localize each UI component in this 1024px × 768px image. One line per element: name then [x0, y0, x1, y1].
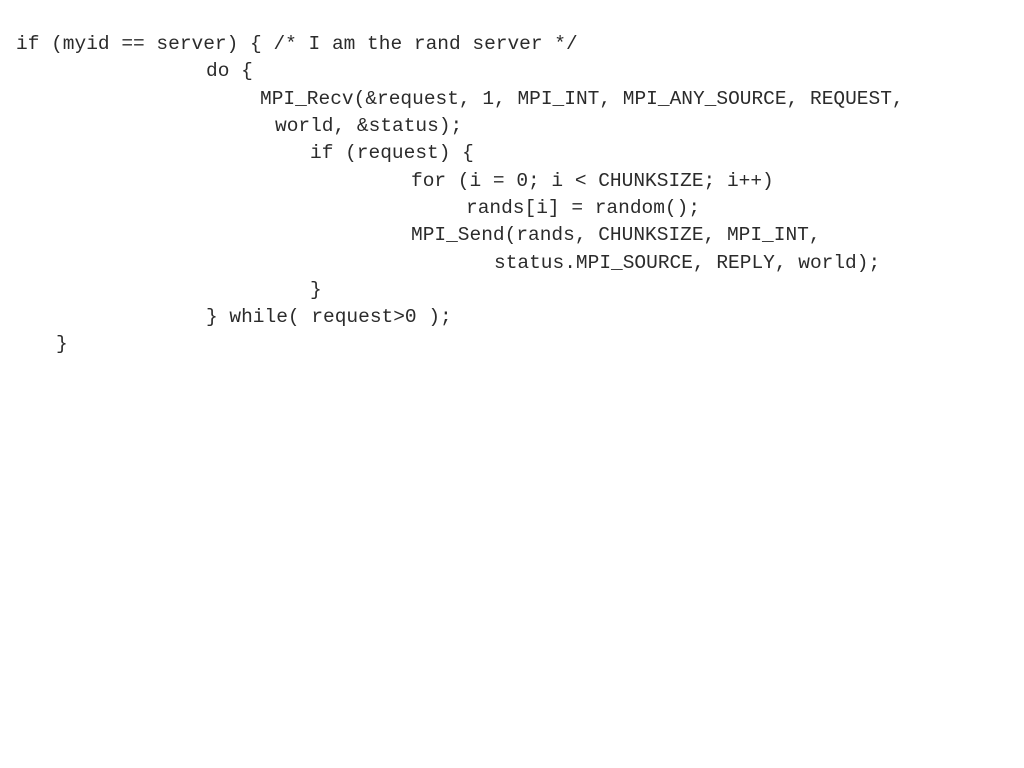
code-line-10: } — [310, 279, 322, 301]
code-line-7: rands[i] = random(); — [466, 197, 701, 219]
code-line-5: if (request) { — [310, 142, 474, 164]
code-line-3: MPI_Recv(&request, 1, MPI_INT, MPI_ANY_S… — [260, 88, 904, 110]
code-line-6: for (i = 0; i < CHUNKSIZE; i++) — [411, 170, 774, 192]
code-line-1: if (myid == server) { /* I am the rand s… — [16, 33, 578, 55]
code-line-12: } — [56, 333, 68, 355]
code-line-11: } while( request>0 ); — [206, 306, 452, 328]
code-line-9: status.MPI_SOURCE, REPLY, world); — [494, 252, 881, 274]
code-line-8: MPI_Send(rands, CHUNKSIZE, MPI_INT, — [411, 224, 821, 246]
code-line-4: world, &status); — [275, 115, 463, 137]
code-line-2: do { — [206, 60, 253, 82]
